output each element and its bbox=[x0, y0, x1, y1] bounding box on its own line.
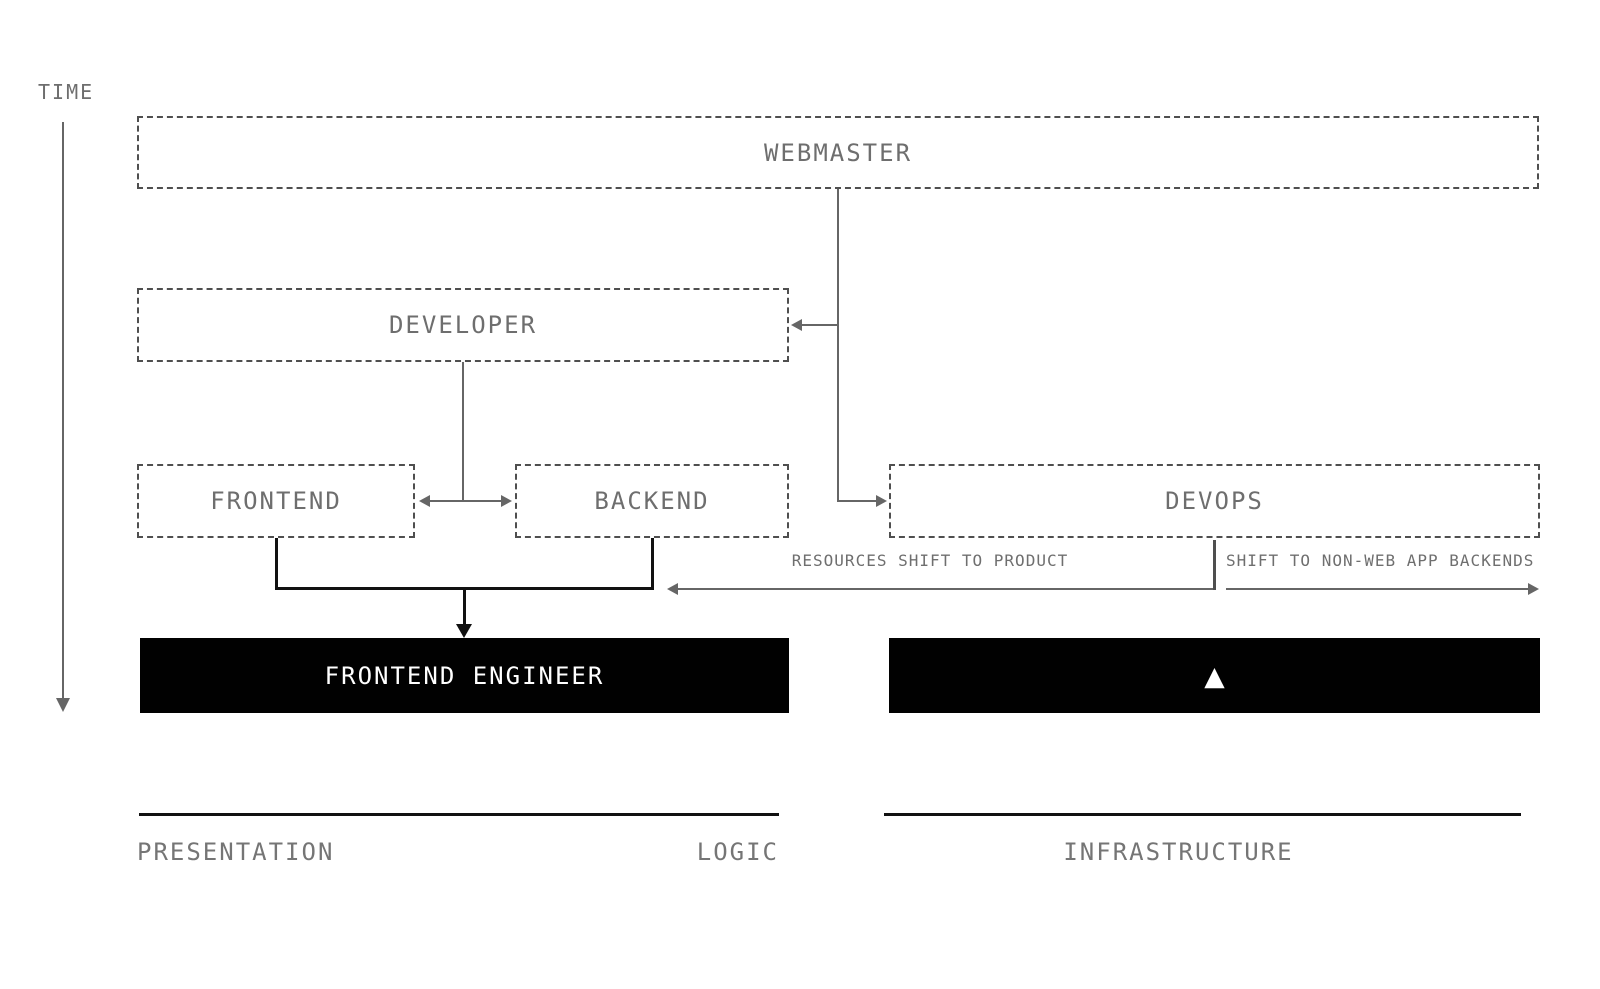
non-web-shift-arrow-line bbox=[1226, 588, 1528, 590]
backend-box: BACKEND bbox=[515, 464, 789, 538]
arrowhead-to-developer-icon bbox=[791, 319, 802, 331]
webmaster-label: WEBMASTER bbox=[763, 138, 913, 167]
infrastructure-axis-line bbox=[884, 813, 1521, 816]
connector-frontend-merge-drop bbox=[275, 538, 278, 590]
presentation-logic-axis-labels: PRESENTATION LOGIC bbox=[137, 838, 779, 866]
arrowhead-to-devops-icon bbox=[876, 495, 887, 507]
time-axis-line bbox=[62, 122, 64, 698]
devops-box: DEVOPS bbox=[889, 464, 1540, 538]
frontend-label: FRONTEND bbox=[210, 487, 342, 515]
presentation-logic-axis-line bbox=[139, 813, 779, 816]
webmaster-box: WEBMASTER bbox=[137, 116, 1539, 189]
frontend-engineer-label: FRONTEND ENGINEER bbox=[324, 661, 605, 690]
connector-merge-drop bbox=[463, 587, 466, 624]
arrowhead-resources-shift-icon bbox=[667, 583, 678, 595]
infrastructure-label: INFRASTRUCTURE bbox=[1063, 838, 1294, 866]
resources-shift-arrow-line bbox=[678, 588, 1213, 590]
resources-shift-label: RESOURCES SHIFT TO PRODUCT bbox=[791, 551, 1069, 570]
arrowhead-to-backend-icon bbox=[501, 495, 512, 507]
arrowhead-to-frontend-icon bbox=[419, 495, 430, 507]
arrowhead-non-web-shift-icon bbox=[1528, 583, 1539, 595]
arrowhead-to-frontend-engineer-icon bbox=[456, 624, 472, 638]
frontend-box: FRONTEND bbox=[137, 464, 415, 538]
developer-box: DEVELOPER bbox=[137, 288, 789, 362]
triangle-up-icon: ▲ bbox=[1204, 655, 1225, 696]
connector-devops-drop bbox=[1213, 540, 1216, 590]
presentation-label: PRESENTATION bbox=[137, 838, 335, 866]
time-axis-arrow-down-icon bbox=[56, 698, 70, 712]
connector-backend-merge-drop bbox=[651, 538, 654, 590]
infrastructure-axis-label-wrap: INFRASTRUCTURE bbox=[860, 838, 1497, 866]
developer-label: DEVELOPER bbox=[388, 311, 538, 339]
connector-webmaster-developer bbox=[793, 324, 837, 326]
frontend-engineer-box: FRONTEND ENGINEER bbox=[140, 638, 789, 713]
connector-frontend-backend bbox=[429, 500, 503, 502]
devops-label: DEVOPS bbox=[1165, 487, 1264, 515]
backend-label: BACKEND bbox=[594, 487, 710, 515]
connector-webmaster-trunk bbox=[837, 189, 839, 502]
time-label: TIME bbox=[38, 80, 95, 104]
connector-webmaster-devops bbox=[837, 500, 877, 502]
logic-label: LOGIC bbox=[696, 838, 779, 866]
devops-evolution-box: ▲ bbox=[889, 638, 1540, 713]
connector-developer-drop bbox=[462, 362, 464, 501]
non-web-shift-label: SHIFT TO NON-WEB APP BACKENDS bbox=[1226, 551, 1535, 570]
